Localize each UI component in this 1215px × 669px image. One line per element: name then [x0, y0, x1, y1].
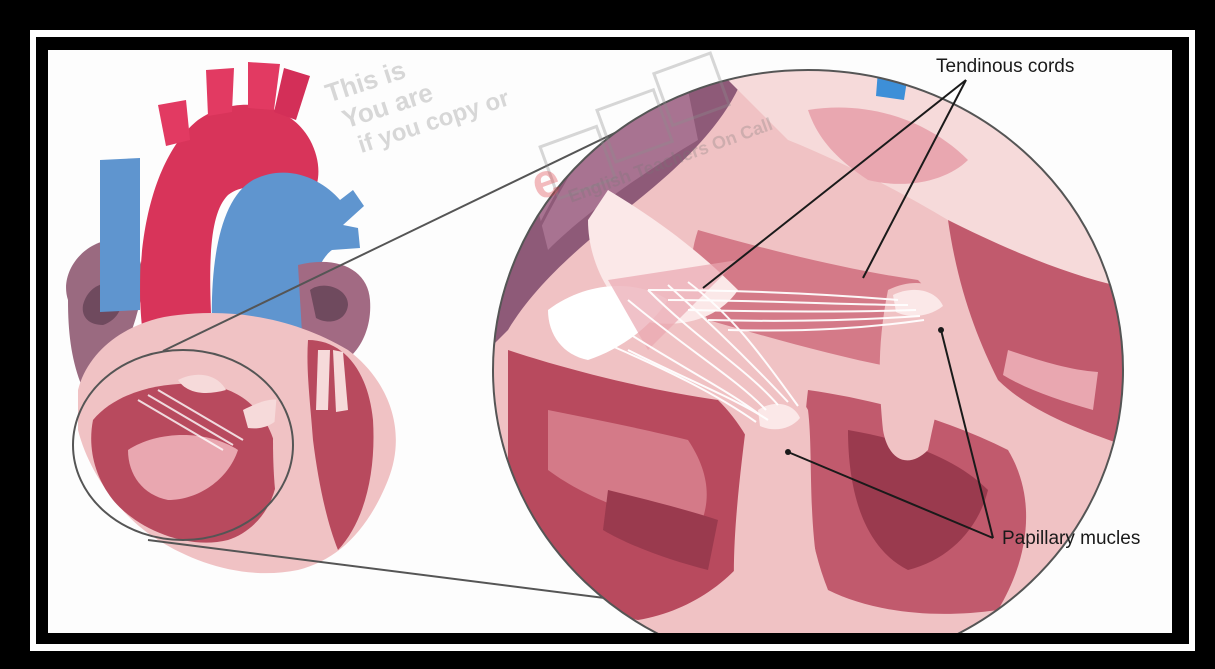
vena-cava	[100, 158, 140, 312]
label-tendinous-cords: Tendinous cords	[936, 56, 1074, 78]
label-papillary-muscles: Papillary mucles	[1002, 528, 1140, 550]
papillary-muscle-left	[734, 395, 818, 630]
diagram-canvas: This is You are if you copy or e English…	[48, 50, 1172, 633]
